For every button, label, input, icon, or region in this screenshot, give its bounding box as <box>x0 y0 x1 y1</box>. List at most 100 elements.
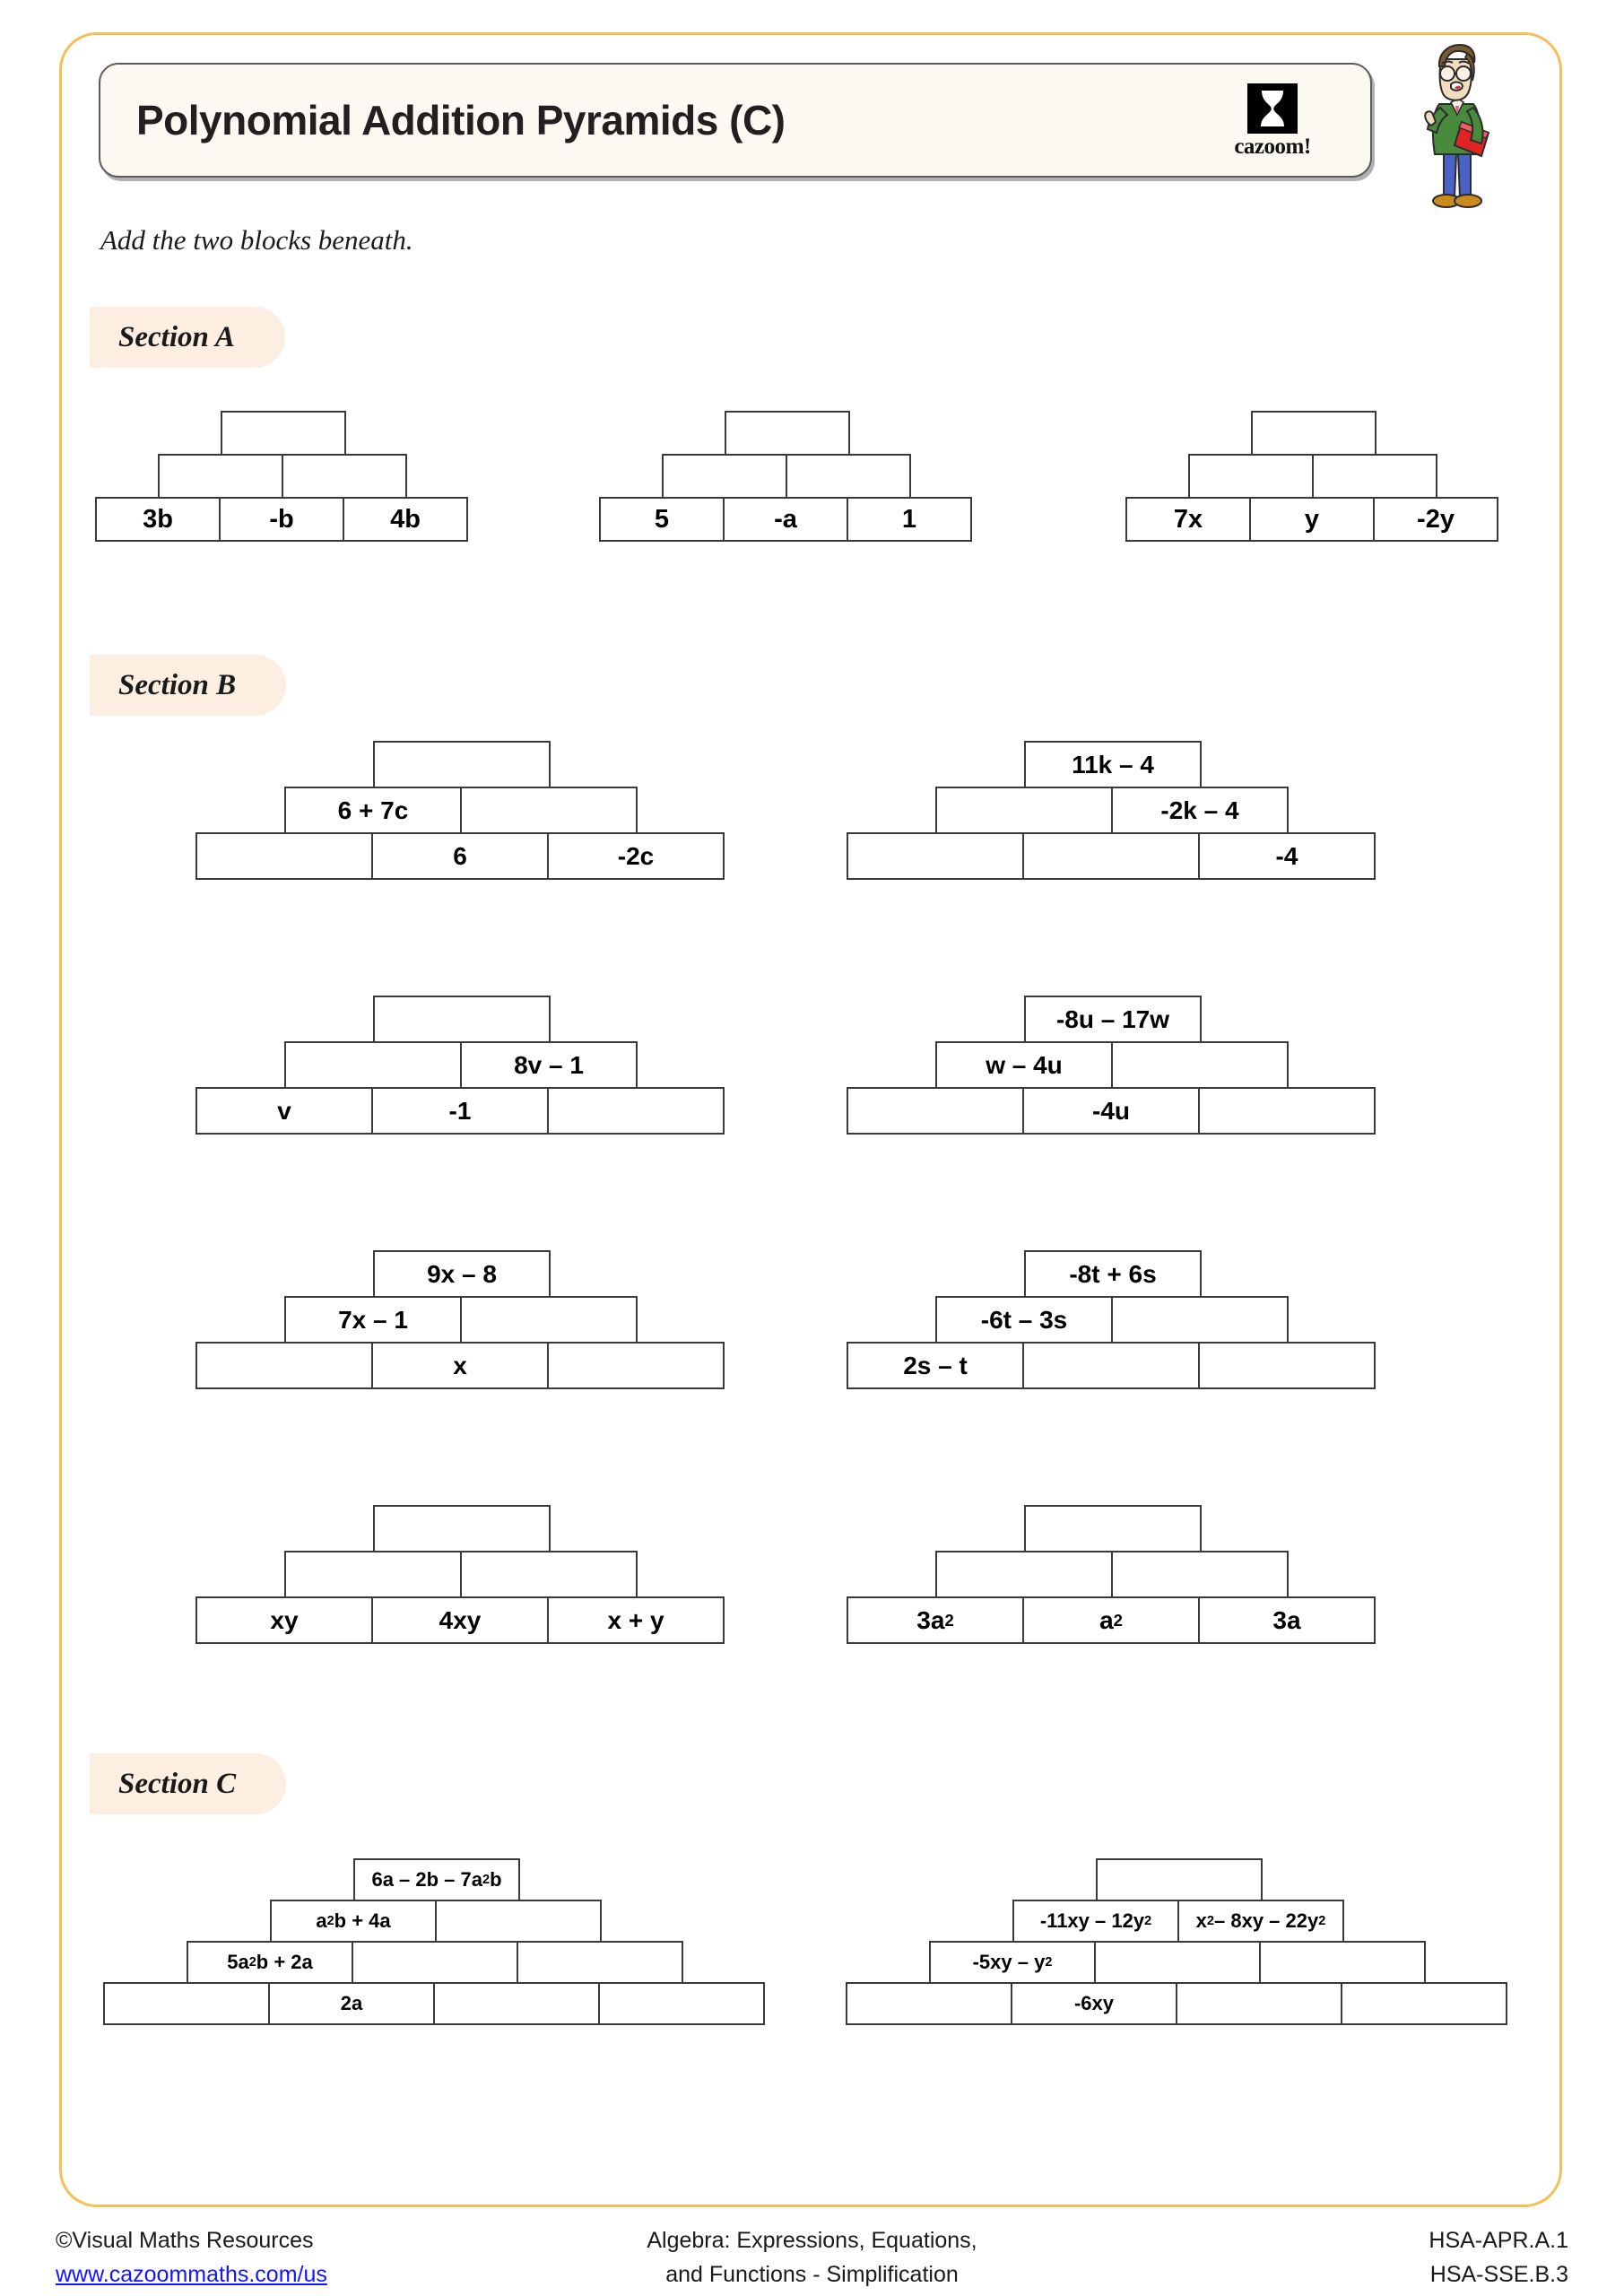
pyramid-row: 8v – 1 <box>284 1041 638 1089</box>
pyramid-cell-blank[interactable] <box>935 1551 1113 1598</box>
pyramid-cell-filled: -8u – 17w <box>1024 996 1202 1043</box>
pyramid-cell-blank[interactable] <box>786 454 911 499</box>
pyramid-cell-blank[interactable] <box>460 1296 638 1344</box>
pyramid-cell-blank[interactable] <box>1022 1342 1200 1389</box>
pyramid-row <box>1096 1858 1263 1901</box>
instruction-text: Add the two blocks beneath. <box>100 224 413 256</box>
pyramid-cell-blank[interactable] <box>1198 1342 1376 1389</box>
pyramid-row: -2k – 4 <box>935 787 1289 834</box>
section-header-a: Section A <box>90 307 285 368</box>
pyramid-cell-blank[interactable] <box>460 1551 638 1598</box>
pyramid-cell-filled: 3b <box>95 497 221 542</box>
pyramid-cell-filled: -b <box>219 497 344 542</box>
pyramid-cell-blank[interactable] <box>725 411 850 456</box>
pyramid-cell-filled: 7x <box>1125 497 1251 542</box>
pyramid-row <box>373 741 551 788</box>
pyramid-cell-blank[interactable] <box>460 787 638 834</box>
pyramid-cell-blank[interactable] <box>517 1941 683 1984</box>
pyramid-cell-blank[interactable] <box>284 1551 462 1598</box>
pyramid-row: 9x – 8 <box>373 1250 551 1298</box>
pyramid-cell-filled: x <box>371 1342 549 1389</box>
pyramid-cell-blank[interactable] <box>1111 1041 1289 1089</box>
pyramid-cell-blank[interactable] <box>1251 411 1376 456</box>
pyramid-cell-blank[interactable] <box>373 996 551 1043</box>
pyramid-cell-blank[interactable] <box>846 1982 1012 2025</box>
pyramid-row <box>1251 411 1376 456</box>
pyramid-row <box>935 1551 1289 1598</box>
pyramid-row: -4 <box>847 832 1376 880</box>
pyramid-cell-blank[interactable] <box>1259 1941 1426 1984</box>
pyramid-cell-blank[interactable] <box>1312 454 1437 499</box>
section-header-b: Section B <box>90 655 287 716</box>
pyramid-cell-blank[interactable] <box>1341 1982 1507 2025</box>
pyramid-cell-blank[interactable] <box>1111 1296 1289 1344</box>
pyramid-cell-blank[interactable] <box>433 1982 600 2025</box>
pyramid-row: 2a <box>103 1982 765 2025</box>
footer: ©Visual Maths Resources www.cazoommaths.… <box>0 2224 1624 2296</box>
pyramid-cell-blank[interactable] <box>1096 1858 1263 1901</box>
pyramid-cell-filled: 8v – 1 <box>460 1041 638 1089</box>
pyramid-cell-filled: 2s – t <box>847 1342 1024 1389</box>
footer-left: ©Visual Maths Resources www.cazoommaths.… <box>56 2224 327 2292</box>
pyramid-cell-blank[interactable] <box>103 1982 270 2025</box>
pyramid-cell-filled: -a <box>723 497 848 542</box>
pyramid-row <box>725 411 850 456</box>
pyramid-cell-blank[interactable] <box>195 1342 373 1389</box>
pyramid-cell-blank[interactable] <box>352 1941 518 1984</box>
pyramid-cell-blank[interactable] <box>1111 1551 1289 1598</box>
pyramid-cell-filled: -4u <box>1022 1087 1200 1135</box>
copyright-text: ©Visual Maths Resources <box>56 2228 314 2253</box>
section-header-c: Section C <box>90 1753 287 1814</box>
pyramid-cell-blank[interactable] <box>1176 1982 1342 2025</box>
pyramid-cell-filled: -8t + 6s <box>1024 1250 1202 1298</box>
pyramid-cell-blank[interactable] <box>847 1087 1024 1135</box>
pyramid-row: x <box>195 1342 725 1389</box>
pyramid-cell-blank[interactable] <box>1024 1505 1202 1552</box>
pyramid-cell-blank[interactable] <box>282 454 407 499</box>
pyramid-cell-blank[interactable] <box>195 832 373 880</box>
pyramid-cell-blank[interactable] <box>373 741 551 788</box>
pyramid-cell-blank[interactable] <box>1198 1087 1376 1135</box>
pyramid-cell-blank[interactable] <box>284 1041 462 1089</box>
pyramid-row <box>373 996 551 1043</box>
topic-line-1: Algebra: Expressions, Equations, <box>647 2228 977 2253</box>
pyramid-cell-blank[interactable] <box>1188 454 1314 499</box>
pyramid-row <box>1188 454 1437 499</box>
pyramid-cell-blank[interactable] <box>662 454 787 499</box>
pyramid-cell-filled: 7x – 1 <box>284 1296 462 1344</box>
pyramid-row <box>373 1505 551 1552</box>
pyramid-cell-filled: 6 + 7c <box>284 787 462 834</box>
pyramid-cell-blank[interactable] <box>1094 1941 1261 1984</box>
pyramid-cell-blank[interactable] <box>547 1087 725 1135</box>
pyramid-row: -6xy <box>846 1982 1507 2025</box>
pyramid-cell-blank[interactable] <box>547 1342 725 1389</box>
pyramid-cell-blank[interactable] <box>373 1505 551 1552</box>
pyramid-cell-blank[interactable] <box>435 1900 602 1943</box>
website-link[interactable]: www.cazoommaths.com/us <box>56 2261 327 2287</box>
standard-code-2: HSA-SSE.B.3 <box>1429 2261 1568 2287</box>
footer-topic: Algebra: Expressions, Equations, and Fun… <box>0 2224 1624 2292</box>
page-title: Polynomial Addition Pyramids (C) <box>136 97 786 144</box>
pyramid-cell-blank[interactable] <box>598 1982 765 2025</box>
pyramid-row: w – 4u <box>935 1041 1289 1089</box>
pyramid-row: 6 + 7c <box>284 787 638 834</box>
pyramid-cell-filled: w – 4u <box>935 1041 1113 1089</box>
pyramid-cell-blank[interactable] <box>158 454 283 499</box>
teacher-character-icon <box>1399 39 1515 219</box>
pyramid-cell-blank[interactable] <box>221 411 346 456</box>
pyramid-cell-blank[interactable] <box>847 832 1024 880</box>
pyramid-cell-blank[interactable] <box>935 787 1113 834</box>
pyramid-cell-blank[interactable] <box>1022 832 1200 880</box>
pyramid-row: -6t – 3s <box>935 1296 1289 1344</box>
pyramid-row: v-1 <box>195 1087 725 1135</box>
